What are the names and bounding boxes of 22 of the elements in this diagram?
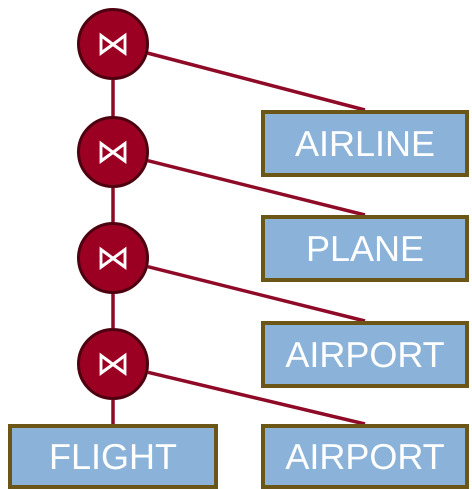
connector-line [111, 400, 115, 424]
join-symbol: ⋈ [96, 241, 130, 275]
connector-line [148, 265, 366, 323]
join-symbol: ⋈ [96, 347, 130, 381]
relation-name: FLIGHT [48, 436, 177, 478]
relation-box [8, 424, 218, 489]
join-symbol: ⋈ [96, 27, 130, 61]
connector-line [111, 294, 115, 328]
relation-name: AIRPORT [285, 436, 445, 478]
join-symbol: ⋈ [96, 135, 130, 169]
connector-line [147, 51, 366, 112]
relation-box [261, 110, 469, 177]
connector-line [111, 80, 115, 116]
connector-line [111, 188, 115, 222]
connector-line [148, 159, 366, 217]
relation-box [261, 424, 469, 489]
relation-box [261, 215, 469, 282]
connector-line [148, 370, 366, 426]
relation-name: AIRLINE [294, 122, 436, 164]
relation-name: AIRPORT [285, 334, 445, 376]
relation-box [261, 321, 469, 388]
relation-name: PLANE [306, 228, 424, 270]
